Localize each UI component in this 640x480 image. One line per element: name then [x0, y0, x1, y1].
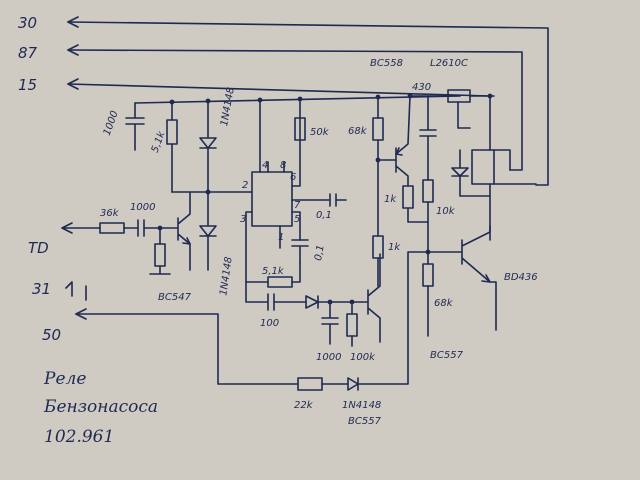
relay-l2610c-label: L2610C [430, 58, 468, 69]
terminal-50-label: 50 [42, 326, 61, 344]
resistor-100k-label: 100k [350, 352, 376, 363]
terminal-87-wire [67, 44, 523, 171]
capacitor-right [419, 95, 437, 181]
diode-1n4148-bot-label: 1N4148 [342, 400, 381, 411]
capacitor-1000-top [125, 102, 145, 151]
terminal-td-label: TD [28, 239, 49, 257]
diode-1n4148-left-label: 1N4148 [218, 256, 234, 296]
terminal-30-wire [67, 16, 549, 186]
resistor-68k-top-label: 68k [348, 126, 368, 137]
resistor-1k-b [372, 159, 384, 287]
resistor-430-label: 430 [412, 82, 431, 93]
relay-coil [451, 95, 537, 241]
resistor-5k1-mid [245, 261, 301, 288]
ic-pin-6: 6 [290, 172, 296, 183]
capacitor-0-1-b [291, 239, 309, 263]
transistor-bc558-label: BC558 [370, 58, 403, 69]
terminal-15-label: 15 [18, 76, 37, 94]
resistor-50k [294, 117, 306, 141]
ic-pin-2: 2 [242, 180, 248, 191]
terminal-31-label: 31 [32, 280, 51, 298]
resistor-1k-b-label: 1k [388, 242, 401, 253]
resistor-5k1-mid-label: 5,1k [262, 266, 285, 277]
input-td-wire [61, 219, 179, 275]
terminal-31-ground [65, 281, 87, 301]
capacitor-input-1000-label: 1000 [130, 202, 155, 213]
resistor-5k1-top [166, 101, 178, 193]
resistor-68k-bot [422, 251, 434, 337]
caption-line-3: 102.961 [44, 427, 114, 447]
capacitor-0-1-a-label: 0,1 [316, 210, 332, 221]
diode-1n4148-top [199, 100, 217, 193]
transistor-bc557-right-label: BC557 [430, 350, 464, 361]
terminal-30-label: 30 [18, 14, 37, 32]
caption-line-2: Бензонасоса [43, 397, 158, 417]
capacitor-1000-top-label: 1000 [102, 109, 121, 137]
transistor-bc557-bot-label: BC557 [348, 416, 382, 427]
resistor-430 [409, 89, 491, 129]
caption-line-1: Реле [43, 369, 86, 389]
diode-1n4148-left [199, 191, 217, 271]
ic-pin-3: 3 [240, 214, 246, 225]
supply-bus [134, 95, 461, 104]
transistor-bc547-label: BC547 [158, 292, 192, 303]
transistor-bc547 [177, 191, 191, 271]
ic-pin-5: 5 [294, 214, 300, 225]
terminal-50-wire [75, 251, 429, 391]
resistor-68k-top [372, 96, 397, 161]
resistor-68k-bot-label: 68k [434, 298, 454, 309]
transistor-bd436-label: BD436 [504, 272, 538, 283]
ic-pin-4: 4 [262, 160, 268, 171]
timer-ic [245, 98, 347, 283]
resistor-50k-label: 50k [310, 127, 330, 138]
resistor-36k-label: 36k [100, 208, 120, 219]
capacitor-1000-bot-label: 1000 [316, 352, 341, 363]
resistor-5k1-top-label: 5,1k [150, 129, 168, 154]
resistor-1k-a-label: 1k [384, 194, 397, 205]
terminal-87-label: 87 [18, 44, 38, 62]
resistor-1k-a [402, 185, 429, 223]
transistor-mid [367, 253, 381, 343]
ic-pin-7: 7 [294, 200, 301, 211]
diode-1n4148-top-label: 1N4148 [219, 87, 237, 128]
capacitor-100 [245, 281, 307, 311]
capacitor-1000-bot [321, 301, 339, 345]
capacitor-0-1-b-label: 0,1 [313, 244, 327, 262]
ic-pin-1: 1 [278, 232, 284, 243]
transistor-bc558 [395, 95, 411, 187]
resistor-10k [422, 179, 434, 253]
resistor-10k-label: 10k [436, 206, 456, 217]
ic-pin-8: 8 [280, 160, 286, 171]
diode-mid [305, 295, 369, 309]
resistor-100k [346, 301, 358, 347]
capacitor-100-label: 100 [260, 318, 279, 329]
resistor-22k-label: 22k [294, 400, 314, 411]
transistor-bd436 [427, 225, 497, 331]
